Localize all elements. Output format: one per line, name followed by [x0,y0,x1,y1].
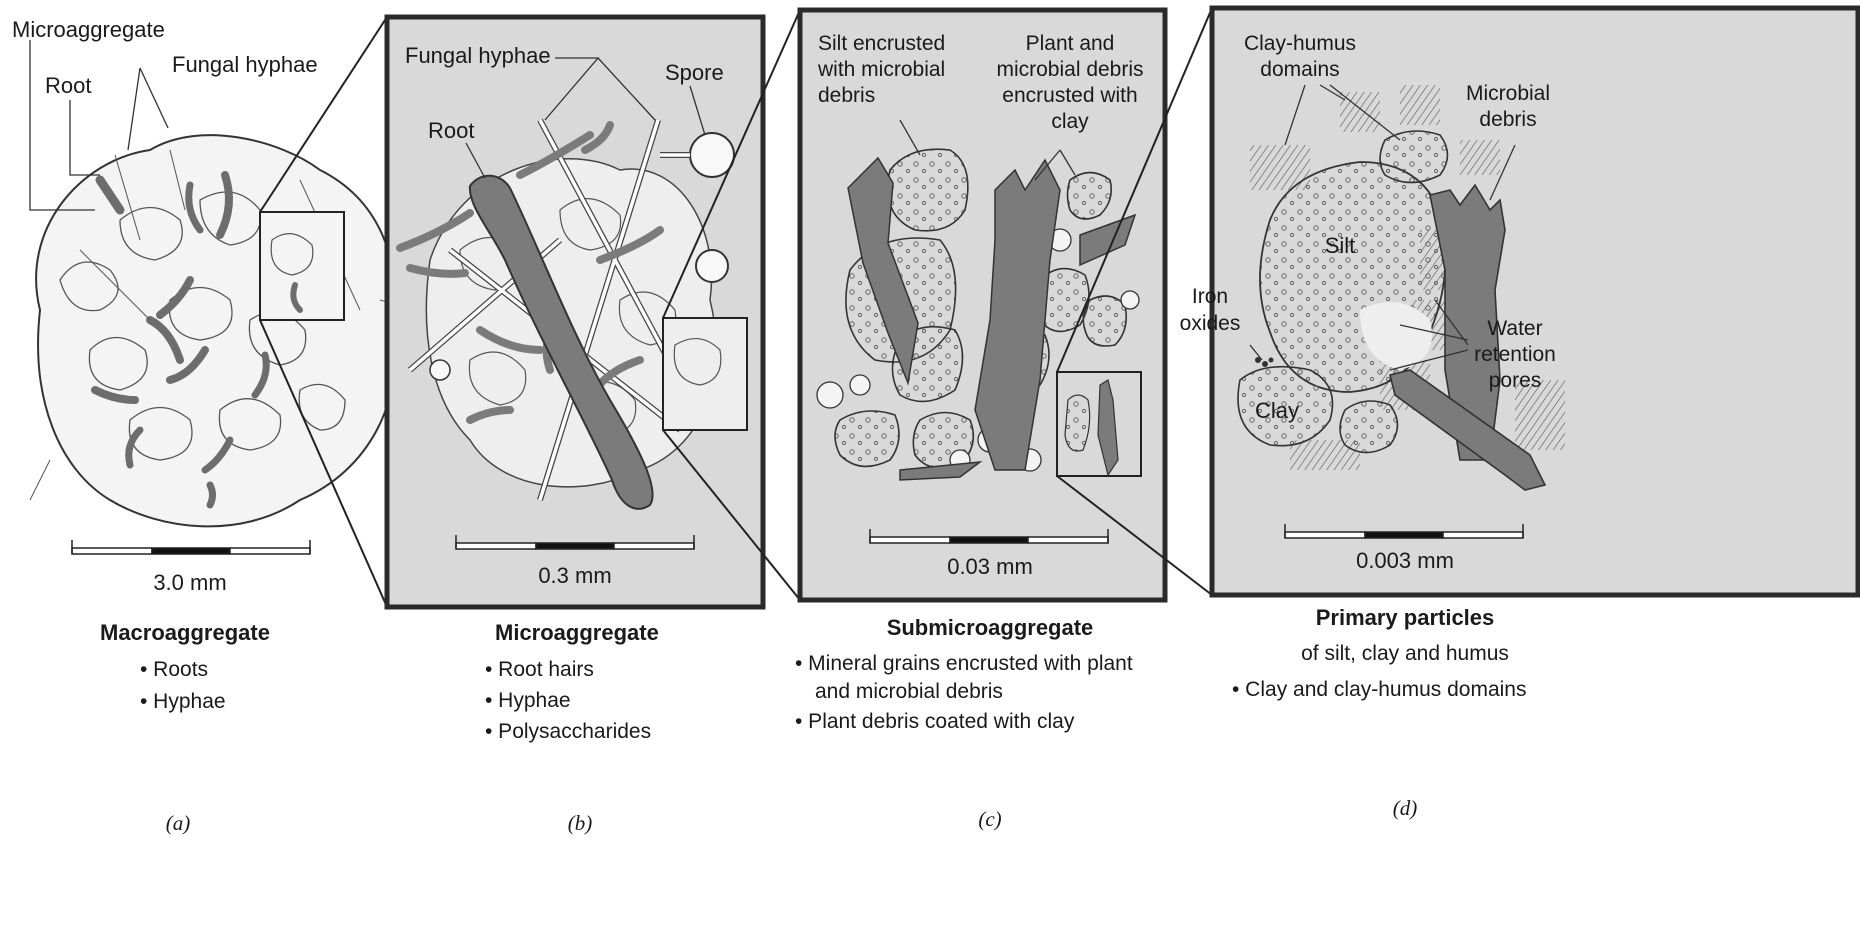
label-iron-oxides-2: oxides [1180,312,1241,335]
subtitle-primary-particles: of silt, clay and humus [1301,642,1509,665]
label-fungal-hyphae-b: Fungal hyphae [405,43,551,68]
label-water-retention-1: Water [1487,317,1542,340]
label-microaggregate: Microaggregate [12,17,165,42]
label-fungal-hyphae: Fungal hyphae [172,52,318,77]
label-iron-oxides-1: Iron [1192,285,1228,308]
scale-bar-a [72,540,310,554]
label-silt: Silt [1325,233,1356,258]
bullet-c-1: • Mineral grains encrusted with plant [795,652,1133,675]
label-silt-encrusted-3: debris [818,84,875,107]
macroaggregate-illustration [30,135,415,526]
title-submicroaggregate: Submicroaggregate [887,615,1094,640]
panel-c-submicroaggregate: Silt encrusted with microbial debris Pla… [795,10,1165,831]
scale-label-c: 0.03 mm [947,554,1033,579]
label-silt-encrusted-2: with microbial [817,58,945,81]
label-microbial-debris-1: Microbial [1466,82,1550,105]
label-clay-humus-1: Clay-humus [1244,32,1356,55]
tag-d: (d) [1393,796,1418,820]
tag-c: (c) [978,807,1001,831]
label-plant-debris-1: Plant and [1026,32,1115,55]
title-primary-particles: Primary particles [1316,605,1495,630]
tag-b: (b) [568,811,593,835]
label-microbial-debris-2: debris [1479,108,1536,131]
label-root-b: Root [428,118,474,143]
bullet-b-3: • Polysaccharides [485,720,651,743]
bullet-d-1: • Clay and clay-humus domains [1232,678,1526,701]
bullet-b-1: • Root hairs [485,658,594,681]
panel-a-macroaggregate: Microaggregate Root Fungal hyphae 3.0 mm… [12,17,415,835]
label-clay-humus-2: domains [1260,58,1339,81]
label-water-retention-2: retention [1474,343,1556,366]
title-macroaggregate: Macroaggregate [100,620,270,645]
panel-d-primary-particles: Clay-humus domains Microbial debris Silt… [1180,8,1858,820]
label-plant-debris-2: microbial debris [996,58,1143,81]
title-microaggregate: Microaggregate [495,620,659,645]
bullet-c-3: • Plant debris coated with clay [795,710,1075,733]
scale-label-a: 3.0 mm [153,570,226,595]
label-clay: Clay [1255,398,1299,423]
bullet-a-1: • Roots [140,658,208,681]
label-spore: Spore [665,60,724,85]
scale-label-b: 0.3 mm [538,563,611,588]
label-plant-debris-4: clay [1051,110,1089,133]
panel-b-microaggregate: Fungal hyphae Spore Root 0.3 mm Microagg… [387,17,763,835]
label-plant-debris-3: encrusted with [1002,84,1137,107]
bullet-a-2: • Hyphae [140,690,226,713]
label-root: Root [45,73,91,98]
scale-label-d: 0.003 mm [1356,548,1454,573]
label-water-retention-3: pores [1489,369,1542,392]
label-silt-encrusted-1: Silt encrusted [818,32,945,55]
tag-a: (a) [166,811,191,835]
bullet-c-2: and microbial debris [815,680,1003,703]
bullet-b-2: • Hyphae [485,689,571,712]
